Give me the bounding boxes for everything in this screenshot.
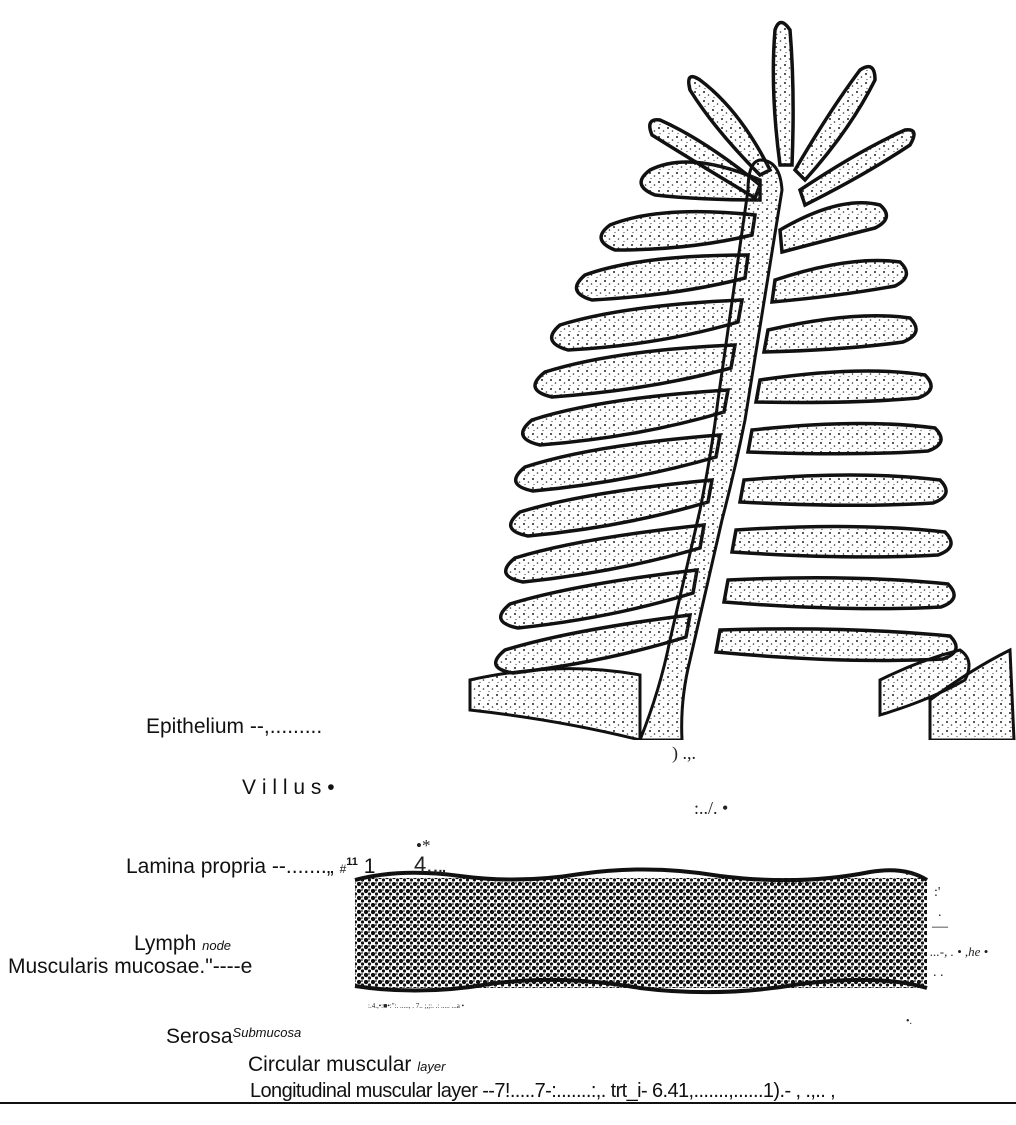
lamina-propria-sup: 11 (346, 856, 358, 868)
artifact-5: ... (905, 862, 917, 880)
artifact-4: 4.,„ (414, 852, 446, 878)
artifact-12: •. (906, 1016, 912, 1027)
artifact-11: :.4.,•:■•:":. ....., . 7.. ;,;:. .: ....… (368, 1002, 464, 1010)
lamina-propria-num: 1 (364, 855, 376, 878)
villus-crop-edge (440, 740, 1016, 760)
artifact-1: ) .,. (672, 743, 696, 764)
artifact-9: ...-, . • ,he • (930, 944, 988, 960)
label-longitudinal-muscular: Longitudinal muscular layer --7!.....7-:… (250, 1080, 835, 1103)
label-epithelium: Epithelium --,......... (146, 715, 322, 739)
artifact-10: . . (933, 965, 944, 981)
artifact-6: :' (934, 885, 940, 901)
serosa-text: Serosa (166, 1025, 233, 1048)
label-lamina-propria: Lamina propria --.......„ #11 1 (126, 855, 375, 879)
artifact-8: — (932, 918, 948, 936)
submucosa-text: Submucosa (233, 1025, 302, 1040)
label-villus-text: V i l l u s (242, 776, 321, 799)
lymph-node-band (355, 869, 927, 992)
lamina-propria-text: Lamina propria --.......„ (126, 855, 334, 878)
label-villus-mark: • (327, 776, 334, 799)
label-muscularis-mucosae: Muscularis mucosae."----e (8, 955, 252, 979)
label-villus: V i l l u s • (242, 776, 335, 800)
label-serosa-submucosa: SerosaSubmucosa (166, 1025, 301, 1049)
lymph-text: Lymph (134, 932, 196, 955)
label-circular-muscular: Circular muscular layer (248, 1053, 445, 1077)
artifact-2: :../. • (694, 798, 728, 819)
circular-text: Circular muscular (248, 1053, 411, 1076)
label-lymph-node: Lymph node (134, 932, 231, 956)
layer-text: layer (417, 1059, 445, 1074)
node-text: node (202, 938, 231, 953)
